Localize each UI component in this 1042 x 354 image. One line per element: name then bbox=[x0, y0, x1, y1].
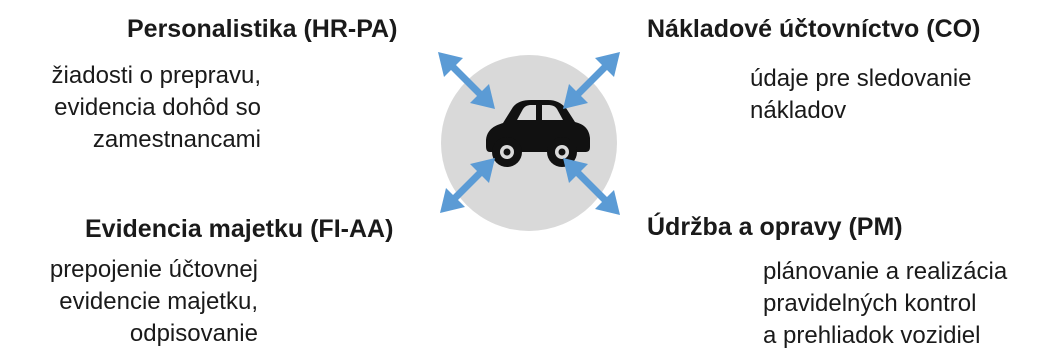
hr-description-line: evidencia dohôd so bbox=[54, 94, 261, 121]
pm-module-description: plánovanie a realizácia pravidelných kon… bbox=[763, 256, 1007, 352]
hr-description-line: žiadosti o prepravu, bbox=[51, 62, 261, 89]
fi-description-line: evidencie majetku, bbox=[59, 288, 258, 315]
center-circle bbox=[441, 55, 617, 231]
co-module-title: Nákladové účtovníctvo (CO) bbox=[647, 15, 981, 43]
arrow-hr bbox=[438, 52, 495, 109]
pm-description-line: a prehliadok vozidiel bbox=[763, 322, 981, 349]
fi-module-title: Evidencia majetku (FI-AA) bbox=[85, 215, 394, 243]
pm-description-line: plánovanie a realizácia bbox=[763, 258, 1008, 285]
co-description-line: údaje pre sledovanie bbox=[750, 65, 972, 92]
arrow-co bbox=[563, 52, 620, 109]
fi-description-line: prepojenie účtovnej bbox=[49, 256, 258, 283]
hr-module-description: žiadosti o prepravu, evidencia dohôd so … bbox=[14, 60, 261, 156]
co-description-line: nákladov bbox=[750, 97, 847, 124]
hr-module-title: Personalistika (HR-PA) bbox=[127, 15, 398, 43]
car-icon bbox=[486, 100, 590, 167]
arrow-fi bbox=[440, 158, 495, 213]
arrow-pm bbox=[563, 158, 620, 215]
pm-module-title: Údržba a opravy (PM) bbox=[647, 213, 903, 241]
pm-description-line: pravidelných kontrol bbox=[763, 290, 977, 317]
fi-module-description: prepojenie účtovnej evidencie majetku, o… bbox=[8, 254, 258, 350]
co-module-description: údaje pre sledovanie nákladov bbox=[750, 63, 972, 127]
fi-description-line: odpisovanie bbox=[129, 320, 258, 347]
hr-description-line: zamestnancami bbox=[92, 126, 261, 153]
